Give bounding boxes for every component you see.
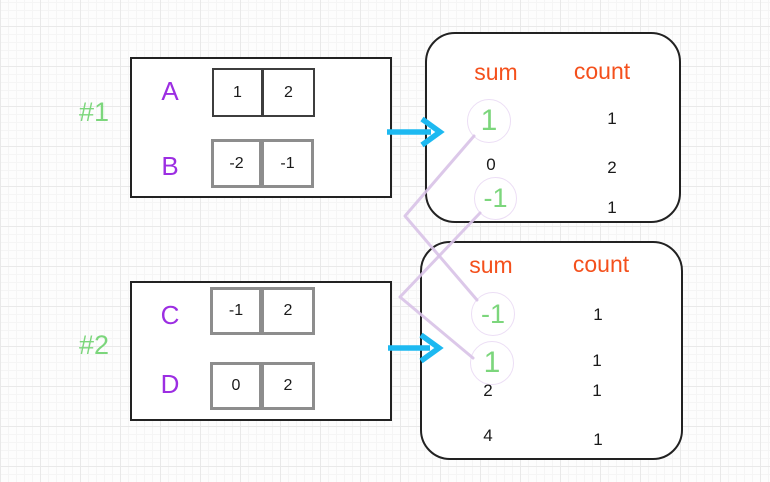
example1-sum-row1: 0 (486, 155, 496, 174)
example1-sum-row0-highlight-circle: 1 (467, 99, 511, 143)
array-b-cell-0: -2 (211, 139, 262, 188)
array-b-cell-1: -1 (261, 139, 314, 188)
example2-sum-row1-highlight-circle: 1 (470, 341, 514, 385)
example2-sum-row1: 1 (483, 346, 501, 379)
example2-count-row2: 1 (592, 381, 602, 400)
array-c-cell-0: -1 (210, 287, 262, 335)
example2-sum-row0: -1 (480, 298, 505, 329)
array-a-cell-1: 2 (262, 68, 315, 117)
example1-result-table (425, 32, 681, 223)
example2-sum-row3: 4 (483, 426, 493, 445)
example2-count-header: count (572, 251, 630, 277)
array-label-d: D (160, 369, 180, 399)
array-label-a: A (161, 76, 179, 106)
example1-count-row0: 1 (607, 109, 617, 128)
example1-count-row2: 1 (607, 198, 617, 217)
array-label-c: C (160, 300, 180, 330)
example2-sum-header: sum (469, 252, 513, 278)
example1-count-header: count (573, 58, 631, 84)
example1-tag: #1 (78, 97, 110, 127)
example2-sum-row0-highlight-circle: -1 (471, 292, 515, 336)
example1-sum-row2: -1 (483, 183, 508, 213)
array-d-cell-1: 2 (261, 362, 315, 410)
array-d-cell-0: 0 (210, 362, 262, 410)
example1-sum-row2-highlight-circle: -1 (474, 177, 517, 220)
array-a-cell-0: 1 (212, 68, 263, 117)
example2-count-row0: 1 (593, 305, 603, 324)
example2-count-row1: 1 (592, 351, 602, 370)
example1-sum-header: sum (474, 59, 518, 85)
example1-sum-row0: 1 (480, 104, 498, 137)
example1-count-row1: 2 (607, 158, 617, 177)
example2-tag: #2 (78, 330, 110, 360)
array-c-cell-1: 2 (261, 287, 315, 335)
example2-count-row3: 1 (593, 430, 603, 449)
example2-result-table (420, 241, 683, 460)
example2-sum-row2: 2 (483, 381, 493, 400)
array-label-b: B (161, 151, 179, 181)
